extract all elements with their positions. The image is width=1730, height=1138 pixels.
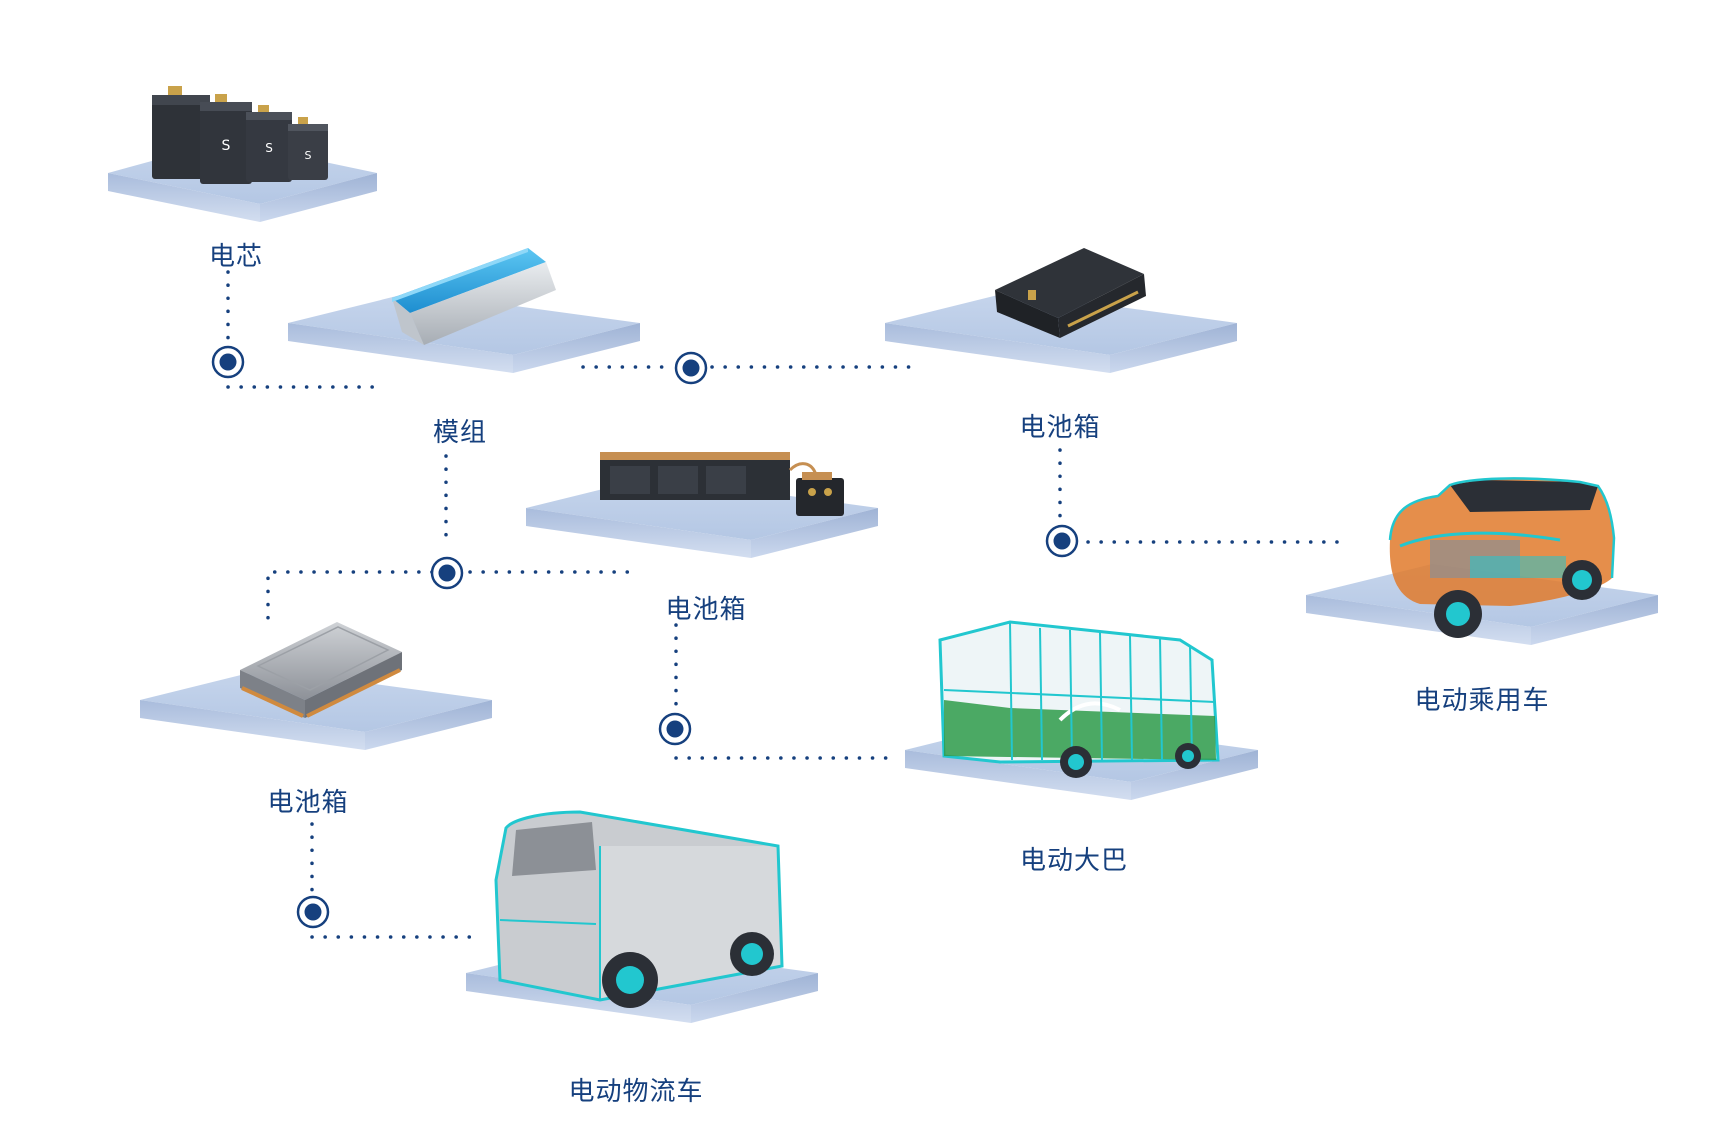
bus-icon [938,620,1220,778]
connector-pack-bus [674,623,895,760]
connector-pack-truck [310,822,482,939]
battery-cells-icon: S S S [152,86,328,184]
connector-nodes [211,345,1079,929]
label-module: 模组 [432,418,488,448]
control-box-icon [995,248,1146,338]
passenger-car-icon [1388,477,1616,638]
node-dot [430,556,464,590]
node-dot [296,895,330,929]
label-car: 电动乘用车 [1414,686,1550,716]
node-dot [211,345,245,379]
connector-module-packs [266,454,630,626]
label-pack-mid: 电池箱 [665,595,747,625]
svg-text:S: S [265,141,273,155]
label-bus: 电动大巴 [1019,846,1129,876]
svg-text:S: S [305,149,312,162]
node-dot [658,712,692,746]
connector-lines [226,270,1342,939]
label-truck: 电动物流车 [568,1077,704,1107]
battery-module-icon [392,248,556,345]
label-bms-box: 电池箱 [1019,413,1101,443]
battery-pack-icon [240,622,402,718]
label-cell: 电芯 [208,242,264,272]
label-pack-left: 电池箱 [267,788,349,818]
battery-rack-icon [600,452,844,516]
node-dot [674,351,708,385]
node-dot [1045,524,1079,558]
connector-cell-module [226,270,382,389]
connector-box-car [1058,448,1342,544]
svg-text:S: S [222,138,231,154]
logistics-van-icon [494,810,784,1008]
